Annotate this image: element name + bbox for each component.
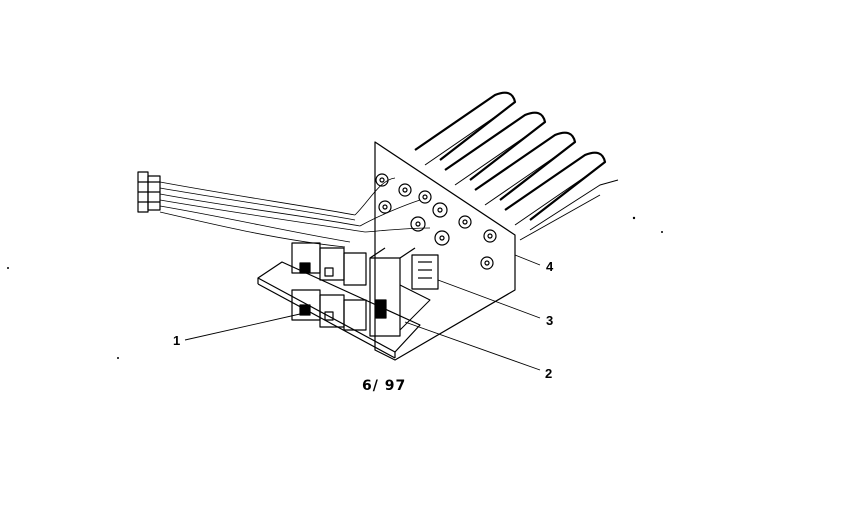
heater-element-coils [414,91,619,241]
base-plate [257,261,421,353]
circuit-breakers [291,242,367,331]
drawing-code: 6/ 97 [362,378,407,394]
terminal-posts [375,173,497,270]
limit-switch-bracket [369,247,416,337]
leader-line-2 [404,321,541,371]
callout-2: 2 [545,366,553,381]
leader-lines [184,254,541,371]
callout-4: 4 [546,259,554,274]
wire-harness [159,177,431,248]
leader-line-4 [514,254,541,266]
scan-specks [7,216,663,359]
callout-1: 1 [173,333,181,348]
harness-plug [137,171,161,213]
leader-line-1 [184,313,301,341]
sequencer-relay [411,254,439,290]
leader-line-3 [437,279,541,319]
callout-3: 3 [546,313,554,328]
mounting-plate [374,141,516,361]
